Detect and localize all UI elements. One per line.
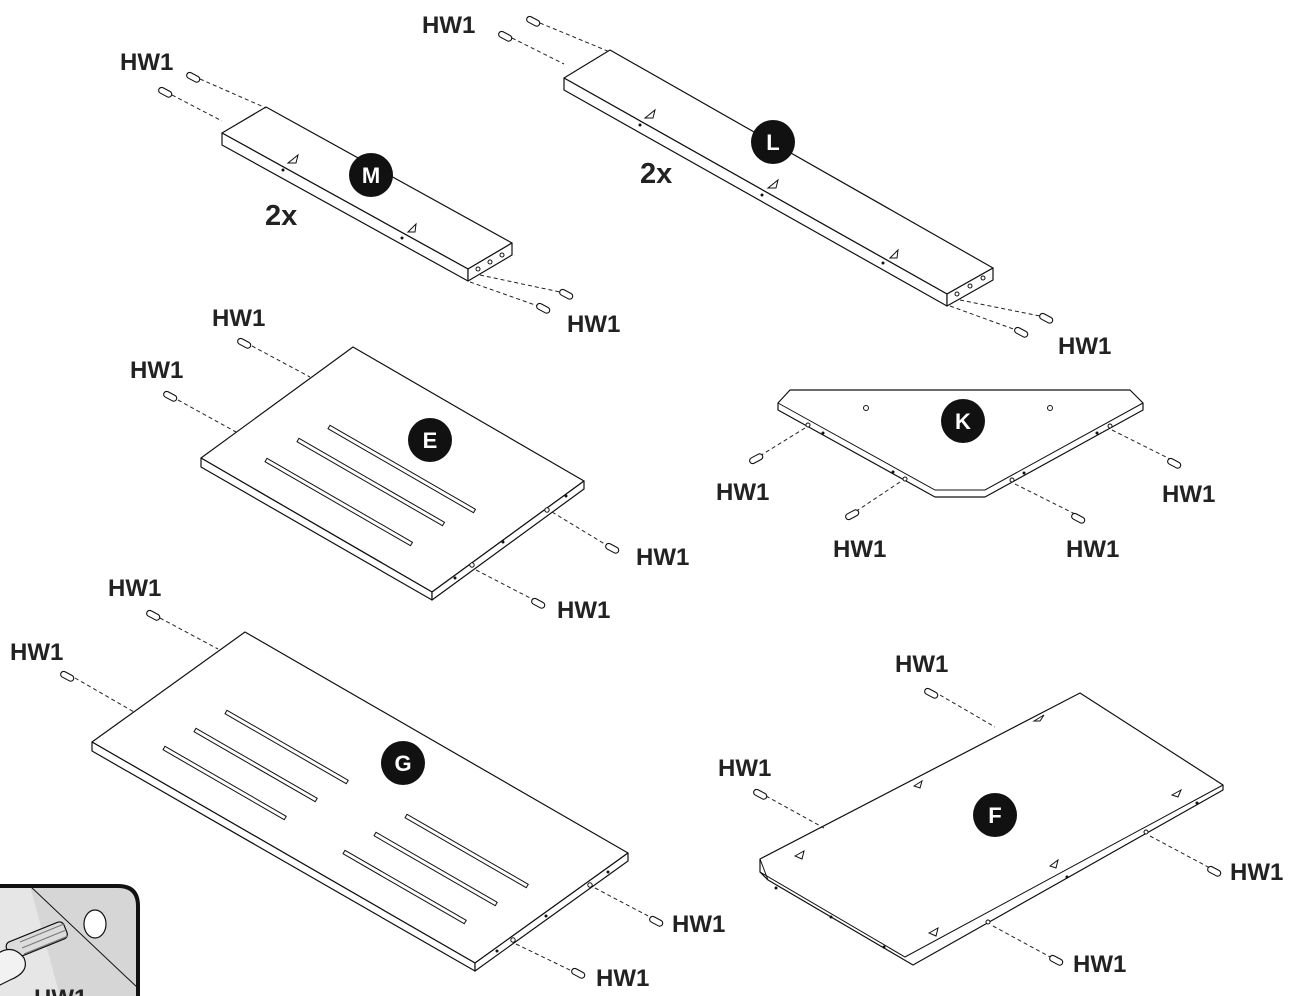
hw1-label: HW1 bbox=[718, 755, 771, 782]
badge-l: L bbox=[751, 120, 795, 164]
panel-l-front bbox=[563, 77, 948, 307]
hw1-label: HW1 bbox=[1162, 481, 1215, 508]
hole-icon bbox=[83, 909, 107, 939]
dowel-icon bbox=[237, 337, 252, 349]
dowel-icon bbox=[498, 30, 513, 42]
dowel-icon bbox=[749, 453, 764, 465]
panel-l-top bbox=[563, 49, 994, 295]
dowel-icon bbox=[605, 542, 620, 554]
badge-k-letter: K bbox=[955, 409, 971, 434]
hw1-label: HW1 bbox=[108, 575, 161, 602]
hw1-label: HW1 bbox=[833, 536, 886, 563]
dowel-icon bbox=[649, 915, 664, 927]
hw1-label: HW1 bbox=[10, 639, 63, 666]
hw1-label: HW1 bbox=[130, 357, 183, 384]
hw1-label: HW1 bbox=[120, 49, 173, 76]
dowel-icon bbox=[526, 15, 541, 27]
dowels bbox=[60, 15, 1222, 979]
badge-k: K bbox=[941, 399, 985, 443]
badge-l-letter: L bbox=[766, 130, 779, 155]
dowel-icon bbox=[845, 509, 860, 521]
hw1-label: HW1 bbox=[422, 12, 475, 39]
panel-k bbox=[749, 389, 1173, 519]
hand-icon bbox=[0, 948, 26, 991]
dowel-icon bbox=[753, 788, 768, 800]
hw1-label: HW1 bbox=[716, 479, 769, 506]
dowel-icon bbox=[146, 609, 161, 621]
badge-m-letter: M bbox=[362, 163, 380, 188]
quantity-label-m: 2x bbox=[265, 200, 297, 232]
hw1-label: HW1 bbox=[895, 651, 948, 678]
dowel-icon bbox=[536, 302, 551, 314]
dowel-icon bbox=[924, 687, 939, 699]
hw1-labels: HW1 HW1 HW1 HW1 HW1 HW1 HW1 HW1 HW1 HW1 … bbox=[10, 12, 1283, 992]
badge-m: M bbox=[349, 153, 393, 197]
inset-hw1-label: HW1 bbox=[34, 985, 87, 996]
panel-l bbox=[511, 22, 1041, 331]
dowel-icon bbox=[60, 670, 75, 682]
hw1-label: HW1 bbox=[672, 911, 725, 938]
dowel-closeup-icon bbox=[5, 921, 69, 960]
hw1-label: HW1 bbox=[567, 311, 620, 338]
hw1-label: HW1 bbox=[596, 965, 649, 992]
hw1-label: HW1 bbox=[1073, 951, 1126, 978]
panel-e-top bbox=[200, 346, 585, 593]
dowel-icon bbox=[571, 967, 586, 979]
hw1-label: HW1 bbox=[1230, 859, 1283, 886]
panel-g bbox=[74, 617, 653, 973]
dowel-icon bbox=[531, 597, 546, 609]
dowel-icon bbox=[186, 71, 201, 83]
badge-g: G bbox=[381, 741, 425, 785]
dowel-icon bbox=[1039, 312, 1054, 324]
hw1-label: HW1 bbox=[636, 544, 689, 571]
dowel-icon bbox=[1049, 954, 1064, 966]
badge-e: E bbox=[408, 418, 452, 462]
hw1-label: HW1 bbox=[212, 305, 265, 332]
hw1-label: HW1 bbox=[1066, 536, 1119, 563]
badge-f-letter: F bbox=[988, 803, 1001, 828]
hw1-label: HW1 bbox=[1058, 333, 1111, 360]
dowel-icon bbox=[1167, 457, 1182, 469]
panel-e bbox=[177, 345, 609, 601]
dowel-icon bbox=[559, 288, 574, 300]
dowel-icon bbox=[158, 86, 173, 98]
quantity-label-l: 2x bbox=[640, 158, 672, 190]
badge-g-letter: G bbox=[394, 751, 411, 776]
panel-k-top bbox=[777, 389, 1144, 498]
dowel-icon bbox=[1071, 512, 1086, 524]
dowel-icon bbox=[163, 390, 178, 402]
hw1-label: HW1 bbox=[557, 597, 610, 624]
badge-e-letter: E bbox=[423, 428, 438, 453]
inset-frame bbox=[0, 884, 140, 996]
inset-detail: HW1 bbox=[0, 884, 140, 996]
badge-f: F bbox=[973, 793, 1017, 837]
dowel-icon bbox=[1207, 865, 1222, 877]
dowel-icon bbox=[1014, 326, 1029, 338]
